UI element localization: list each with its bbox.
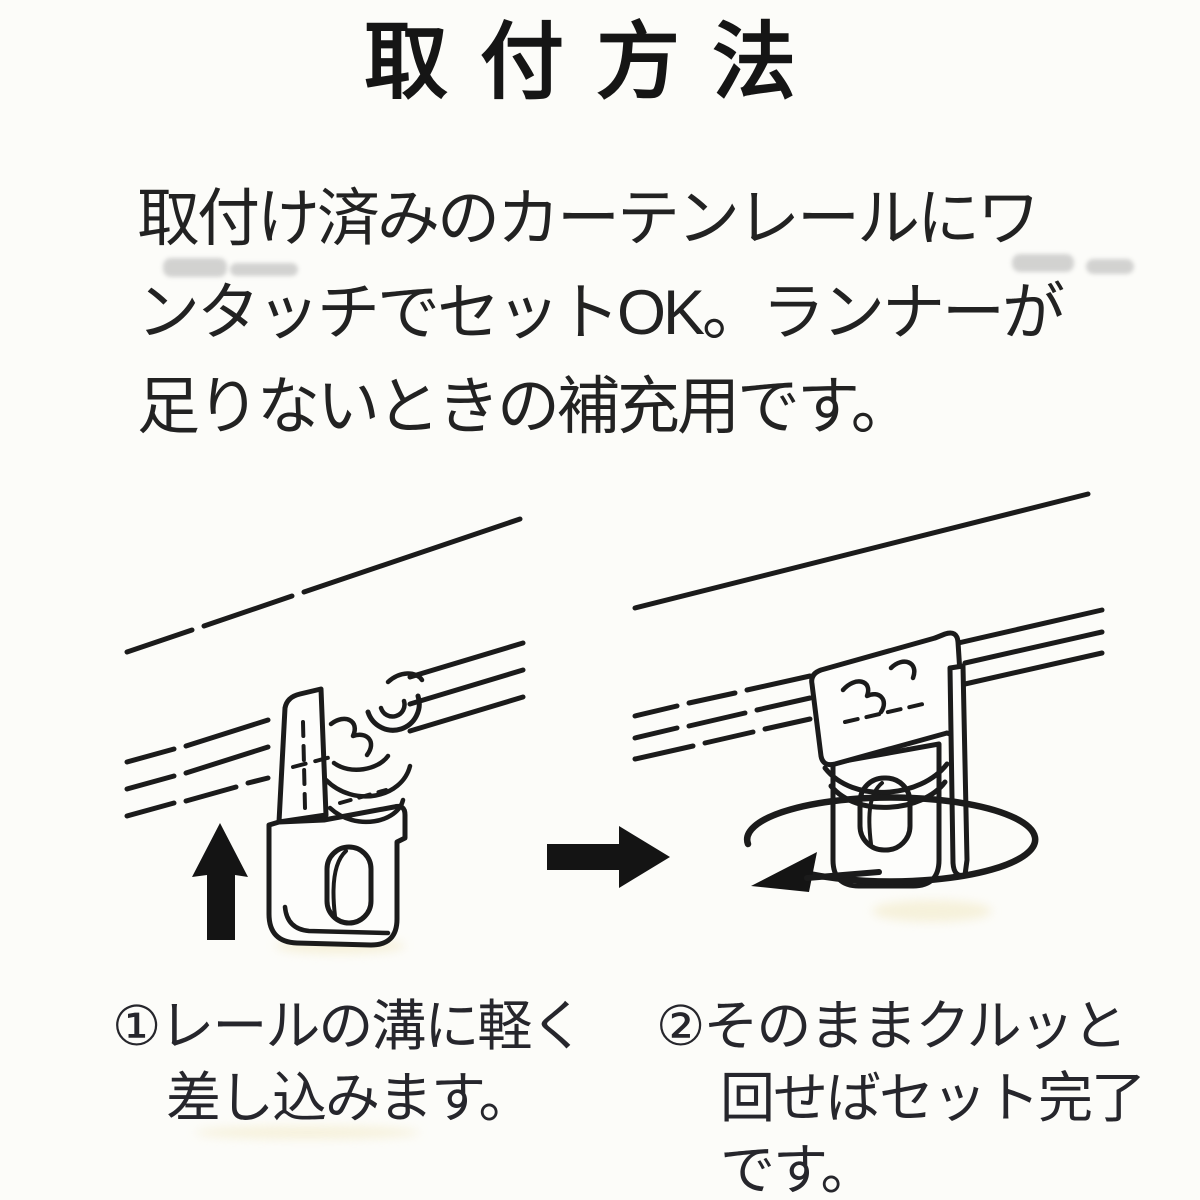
curtain-rail	[124, 516, 526, 819]
page-title: 取付方法	[0, 20, 1160, 104]
intro-line-1: 取付け済みのカーテンレールにワ	[137, 184, 1040, 254]
rotation-arrow-icon	[743, 794, 1039, 892]
diagram-step2-rotate	[632, 491, 1105, 892]
page-title-text: 取付方法	[363, 15, 828, 109]
intro-line-2: ンタッチでセットOK。ランナーが	[137, 278, 1065, 348]
next-step-arrow-icon	[547, 826, 670, 888]
print-showthrough-smudge	[230, 263, 298, 276]
curtain-runner	[266, 671, 425, 948]
step1-number: ①	[112, 995, 161, 1057]
caption-step2-line3: です。	[720, 1139, 876, 1200]
print-showthrough-smudge	[1086, 259, 1134, 274]
caption-step2-line1: ②そのままクルッと	[656, 990, 1144, 1062]
caption-step1-line2: 差し込みます。	[166, 1067, 534, 1129]
scan-tint	[872, 900, 992, 922]
scan-tint	[195, 1126, 420, 1139]
step2-number: ②	[656, 995, 705, 1057]
caption-step1: ①レールの溝に軽く 差し込みます。	[112, 990, 585, 1134]
curtain-runner-rotated	[809, 630, 970, 889]
caption-step2-line2: 回せばセット完了	[720, 1067, 1146, 1129]
caption-step1-line1: ①レールの溝に軽く	[112, 990, 585, 1062]
step1-text: レールの溝に軽く	[159, 995, 585, 1057]
intro-line-3: 足りないときの補充用です。	[137, 372, 914, 442]
up-arrow-icon	[192, 823, 248, 940]
print-showthrough-smudge	[1012, 254, 1074, 272]
runner-wheel	[365, 693, 422, 733]
caption-step2: ②そのままクルッと 回せばセット完了 です。	[656, 990, 1146, 1200]
diagram-step1-insert	[124, 516, 526, 948]
step2-text: そのままクルッと	[703, 995, 1127, 1057]
intro-text: 取付け済みのカーテンレールにワ ンタッチでセットOK。ランナーが 足りないときの…	[137, 172, 1147, 454]
print-showthrough-smudge	[163, 258, 227, 277]
